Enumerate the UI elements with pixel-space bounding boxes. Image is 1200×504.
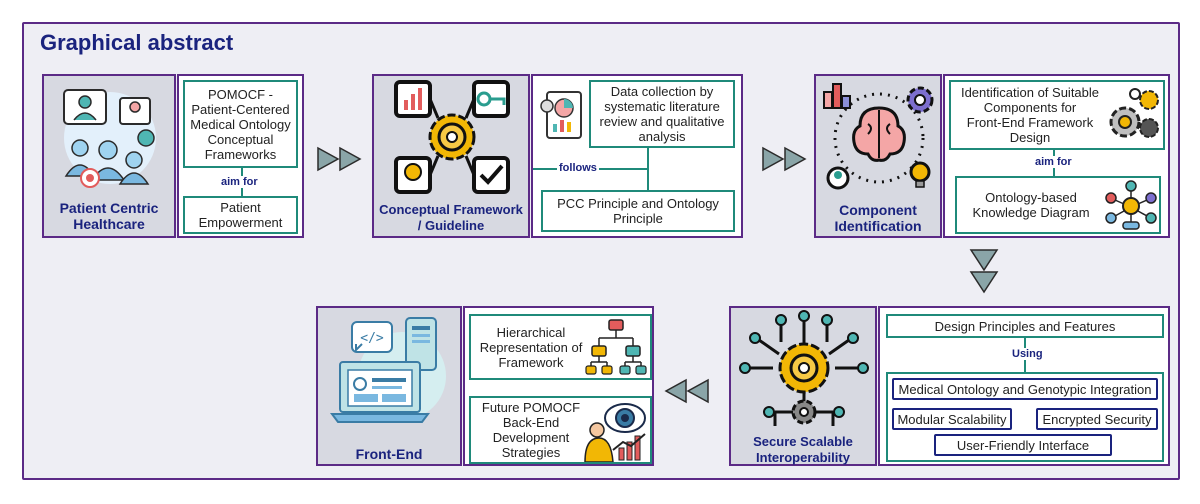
feature-modular-scalability: Modular Scalability xyxy=(892,408,1012,430)
feature-user-friendly-interface: User-Friendly Interface xyxy=(934,434,1112,456)
gears-icon xyxy=(1109,88,1159,138)
front-end-panel: </> Front-End xyxy=(316,306,462,466)
flow-arrow-down-icon xyxy=(969,249,999,294)
svg-text:</>: </> xyxy=(360,331,384,346)
secure-interop-panel: Secure Scalable Interoperability xyxy=(729,306,877,466)
using-label: Using xyxy=(1010,348,1045,360)
page-title: Graphical abstract xyxy=(40,30,234,55)
patient-care-icon xyxy=(63,89,156,188)
follows-label: follows xyxy=(557,162,599,174)
network-gear-icon xyxy=(739,310,869,426)
aim-for-label: aim for xyxy=(219,176,260,188)
eye-growth-icon xyxy=(584,403,646,462)
flow-arrow-icon xyxy=(762,146,807,172)
secure-interop-caption: Secure Scalable Interoperability xyxy=(753,434,853,465)
brain-gear-icon xyxy=(823,83,934,190)
patient-centric-caption: Patient Centric Healthcare xyxy=(59,200,159,232)
design-principles-box: Design Principles and Features xyxy=(886,314,1164,338)
web-laptop-icon: </> xyxy=(330,317,446,423)
component-identification-caption: Component Identification xyxy=(834,202,922,234)
feature-encrypted-security: Encrypted Security xyxy=(1036,408,1158,430)
framework-gear-icon xyxy=(394,80,510,194)
hierarchy-tree-icon xyxy=(585,319,647,375)
conceptual-framework-caption: Conceptual Framework / Guideline xyxy=(379,202,523,233)
patient-centric-panel: Patient Centric Healthcare xyxy=(42,74,176,238)
conceptual-framework-panel: Conceptual Framework / Guideline xyxy=(372,74,530,238)
front-end-caption: Front-End xyxy=(355,446,423,462)
aim-for-label: aim for xyxy=(1033,156,1074,168)
connector-line xyxy=(647,148,649,190)
secure-interop-details: Design Principles and Features Using Med… xyxy=(878,306,1170,466)
flow-arrow-left-icon xyxy=(664,378,709,404)
flow-arrow-icon xyxy=(317,146,362,172)
report-document-icon xyxy=(540,91,582,139)
component-identification-panel: Component Identification xyxy=(814,74,942,238)
knowledge-network-icon xyxy=(1105,180,1157,230)
feature-medical-ontology: Medical Ontology and Genotypic Integrati… xyxy=(892,378,1158,400)
